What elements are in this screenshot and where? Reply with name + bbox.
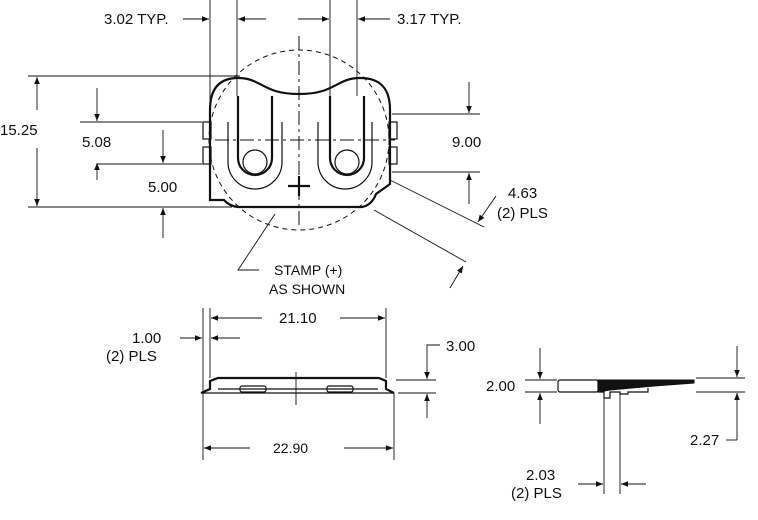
right-contact-hole xyxy=(334,149,360,175)
dim-lower-offset-label: 5.00 xyxy=(148,179,177,196)
dim-front-tab-note: (2) PLS xyxy=(106,348,157,365)
dim-front-height-label: 3.00 xyxy=(446,338,475,355)
side-contact-spring xyxy=(597,379,695,393)
left-contact-well xyxy=(227,122,283,190)
dim-pad-note: (2) PLS xyxy=(511,485,562,502)
right-upper-tab xyxy=(388,121,398,140)
dim-side-overall-height-label: 2.27 xyxy=(690,432,719,449)
dim-height-label: 15.25 xyxy=(0,122,38,139)
side-view: 2.00 2.27 2.03 (2) PLS xyxy=(486,346,745,502)
dim-front-tab-label: 1.00 xyxy=(132,330,161,347)
stamp-note-line2: AS SHOWN xyxy=(269,281,345,297)
dim-tab-width-label: 4.63 xyxy=(508,185,537,202)
left-upper-tab xyxy=(202,121,212,140)
front-left-pad xyxy=(239,385,267,393)
right-contact-slot xyxy=(328,96,366,177)
right-lower-tab xyxy=(388,146,398,165)
dim-overall-width-label: 22.90 xyxy=(273,440,308,456)
left-lower-tab xyxy=(202,146,212,165)
front-body xyxy=(200,376,395,395)
dim-inner-width-label: 21.10 xyxy=(279,310,317,327)
right-contact-well xyxy=(317,122,373,190)
front-view: 1.00 (2) PLS 21.10 3.00 22.90 xyxy=(106,308,475,460)
front-right-pad xyxy=(326,385,354,393)
dim-pad-label: 2.03 xyxy=(526,467,555,484)
stamp-note-line1: STAMP (+) xyxy=(274,262,342,278)
left-contact-hole xyxy=(242,149,268,175)
left-contact-slot xyxy=(236,96,274,177)
dim-tab-width-note: (2) PLS xyxy=(497,205,548,222)
dim-side-height-label: 2.00 xyxy=(486,378,515,395)
side-body xyxy=(557,379,599,393)
dim-center-to-bottom-label: 9.00 xyxy=(452,134,481,151)
side-pad xyxy=(598,388,649,399)
dim-pin-right-label: 3.17 TYP. xyxy=(397,11,462,28)
top-view: 3.02 TYP. 3.17 TYP. 15.25 5.08 5.00 9.00 xyxy=(0,0,548,297)
holder-outline xyxy=(208,76,392,209)
dim-upper-offset-label: 5.08 xyxy=(82,134,111,151)
dim-pin-left-label: 3.02 TYP. xyxy=(104,11,169,28)
